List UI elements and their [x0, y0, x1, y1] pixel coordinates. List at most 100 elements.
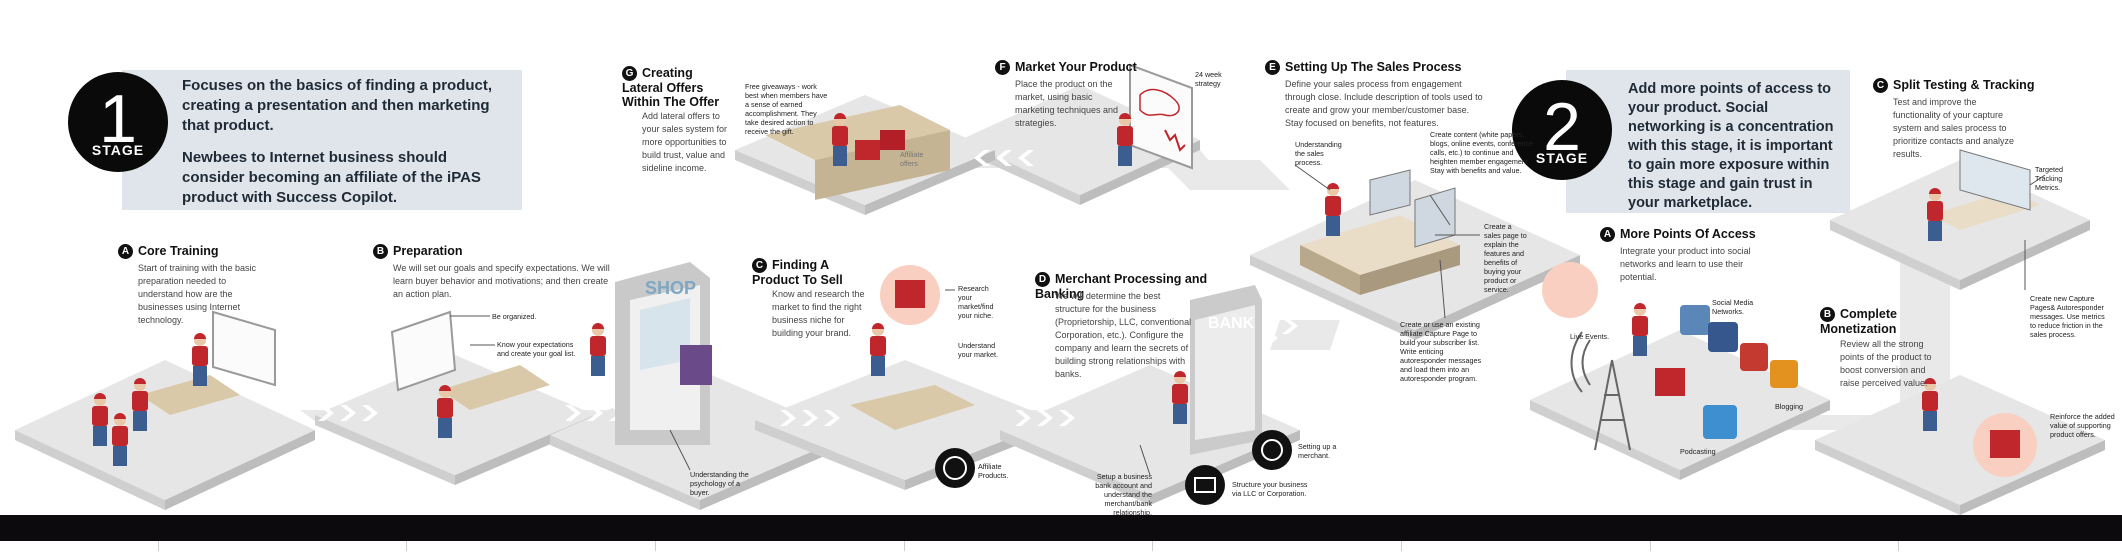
platform-top: [1815, 375, 2105, 505]
step-e1-title-text: Setting Up The Sales Process: [1285, 60, 1462, 74]
whiteboards: [212, 63, 1193, 392]
note-create-capture: Create or use an existing affiliate Capt…: [1400, 320, 1482, 383]
pointer-lines: [450, 164, 2046, 476]
footer-bar: [0, 515, 2122, 541]
platform-side: [550, 435, 700, 510]
step-e1-title: E Setting Up The Sales Process: [1265, 60, 1465, 75]
chevron: [1018, 150, 1034, 166]
tables: [140, 105, 2040, 430]
person: [870, 323, 886, 376]
footer-tick: [904, 541, 905, 551]
person-shirt: [832, 126, 848, 146]
platform-side: [1250, 255, 1415, 340]
step-c2-letter: C: [1873, 78, 1888, 93]
platform-side: [1960, 440, 2105, 515]
stage2-summary-box: [1566, 70, 1850, 213]
step-a1-desc: Start of training with the basic prepara…: [138, 263, 257, 325]
person-cap: [1327, 183, 1339, 189]
platform-side: [735, 150, 865, 215]
stage2-summary: Add more points of access to your produc…: [1628, 80, 1843, 225]
note-create-content: Create content (white papers, blogs, onl…: [1430, 130, 1534, 175]
stage1-badge: 1 STAGE: [68, 72, 168, 172]
note-free-giveaways: Free giveaways - work best when members …: [745, 82, 828, 136]
step-b2-letter: B: [1820, 307, 1835, 322]
chevron: [362, 405, 378, 421]
person-cap: [1929, 188, 1941, 194]
step-g1-letter: G: [622, 66, 637, 81]
person-pants: [438, 418, 452, 438]
chevron: [565, 405, 581, 421]
note-targeted-metrics: Targeted Tracking Metrics.: [2035, 165, 2063, 192]
step-d1-desc: We will determine the best structure for…: [1055, 291, 1192, 379]
person-cap: [114, 413, 126, 419]
person-pants: [591, 356, 605, 376]
person-shirt: [132, 391, 148, 411]
person-shirt: [437, 398, 453, 418]
person-pants: [1173, 404, 1187, 424]
footer-tick: [1401, 541, 1402, 551]
note-understand-market: Understand your market.: [958, 341, 998, 359]
person-pants: [833, 146, 847, 166]
stage1-summary: Focuses on the basics of finding a produ…: [182, 76, 512, 220]
step-b2-title-text: Complete Monetization: [1820, 307, 1897, 336]
note-structure-business: Structure your business via LLC or Corpo…: [1232, 480, 1308, 498]
person: [437, 385, 453, 438]
person-shirt: [870, 336, 886, 356]
step-c2-title-text: Split Testing & Tracking: [1893, 78, 2035, 92]
stage1-label: STAGE: [91, 142, 145, 158]
step-b1-title: B Preparation: [373, 244, 533, 259]
platform-top: [315, 355, 595, 475]
step-c1-letter: C: [752, 258, 767, 273]
platform-side: [1680, 400, 1830, 480]
person-cap: [1924, 378, 1936, 384]
person-pants: [871, 356, 885, 376]
stage2-number: 2: [1543, 89, 1581, 165]
footer-tick: [158, 541, 159, 551]
chevron: [1262, 330, 1278, 346]
platform-side: [1530, 400, 1680, 480]
step-a2-title-text: More Points Of Access: [1620, 227, 1756, 241]
note-create-sales-page: Create a sales page to explain the featu…: [1484, 222, 1527, 294]
person-cap: [439, 385, 451, 391]
person-shirt: [92, 406, 108, 426]
bank-sign: BANK: [1208, 315, 1255, 332]
step-a1-title-text: Core Training: [138, 244, 219, 258]
note-setting-up-merchant: Setting up a merchant.: [1298, 442, 1337, 460]
person-shirt: [1172, 384, 1188, 404]
stage2-badge: 2 STAGE: [1512, 80, 1612, 180]
platform-side: [1415, 255, 1580, 340]
footer-tick: [1650, 541, 1651, 551]
footer-tick: [1152, 541, 1153, 551]
note-affiliate-products: Affiliate Products.: [978, 462, 1009, 480]
person: [92, 393, 108, 446]
people: [92, 113, 1943, 466]
person-shirt: [1922, 391, 1938, 411]
step-b1-title-text: Preparation: [393, 244, 463, 258]
step-e1-letter: E: [1265, 60, 1280, 75]
person-pants: [193, 366, 207, 386]
note-strategy: 24 week strategy: [1195, 70, 1222, 88]
walkway: [1270, 320, 1340, 350]
person: [1922, 378, 1938, 431]
step-c2-desc: Test and improve the functionality of yo…: [1893, 97, 2015, 159]
platform-side: [700, 435, 850, 510]
step-b1-letter: B: [373, 244, 388, 259]
shop-building: [615, 262, 712, 445]
person-pants: [1326, 216, 1340, 236]
step-g1-desc: Add lateral offers to your sales system …: [642, 111, 728, 173]
stage1-text-1: Focuses on the basics of finding a produ…: [182, 77, 493, 134]
step-f1-letter: F: [995, 60, 1010, 75]
chevron: [824, 410, 840, 426]
platform-side: [315, 415, 455, 485]
person: [832, 113, 848, 166]
person-pants: [1923, 411, 1937, 431]
bank-building: [1190, 285, 1262, 455]
person: [1117, 113, 1133, 166]
stage1-number: 1: [99, 81, 137, 157]
radio-tower: [1570, 331, 1631, 451]
